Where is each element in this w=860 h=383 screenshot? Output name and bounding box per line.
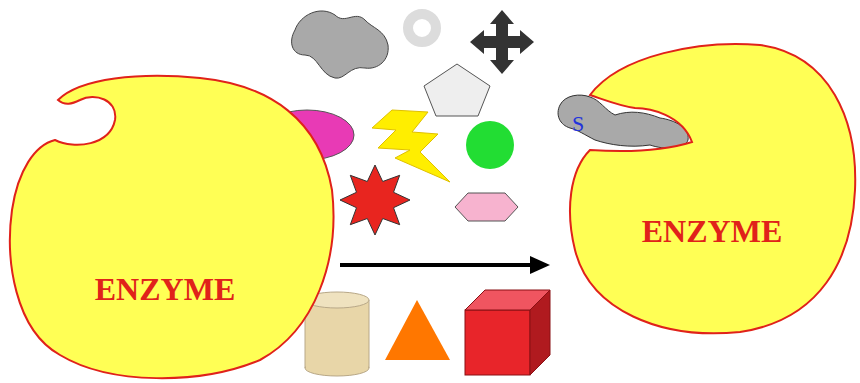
enzyme-blob: ENZYME bbox=[5, 75, 335, 383]
cube-molecule bbox=[465, 290, 550, 375]
irregular-molecule bbox=[292, 11, 389, 78]
cross-molecule bbox=[470, 10, 534, 74]
substrate-label: S bbox=[572, 112, 584, 136]
sun-molecule bbox=[340, 165, 410, 235]
lightning-molecule bbox=[372, 110, 450, 182]
cube-side bbox=[530, 290, 550, 375]
cylinder-cover bbox=[306, 300, 369, 367]
enzyme-label: ENZYME bbox=[642, 214, 782, 249]
cylinder-side bbox=[369, 300, 370, 368]
enzyme-blob: ENZYME bbox=[555, 38, 860, 338]
blob-path bbox=[10, 76, 333, 378]
arrow-head bbox=[530, 256, 550, 274]
cylinder-body bbox=[305, 300, 369, 368]
blob-outline bbox=[555, 38, 860, 338]
ring-molecule bbox=[408, 14, 436, 42]
pentagon-molecule bbox=[424, 64, 490, 116]
circle-molecule bbox=[466, 121, 514, 169]
cube-front bbox=[465, 310, 530, 375]
arrow-shaft bbox=[340, 263, 532, 267]
blob-path bbox=[570, 44, 855, 333]
blob-outline bbox=[5, 75, 335, 383]
triangle-molecule bbox=[385, 300, 450, 360]
cylinder-molecule bbox=[305, 292, 369, 376]
reaction-arrow bbox=[340, 256, 550, 274]
hexagon-molecule bbox=[455, 193, 518, 221]
enzyme-label: ENZYME bbox=[95, 272, 235, 307]
